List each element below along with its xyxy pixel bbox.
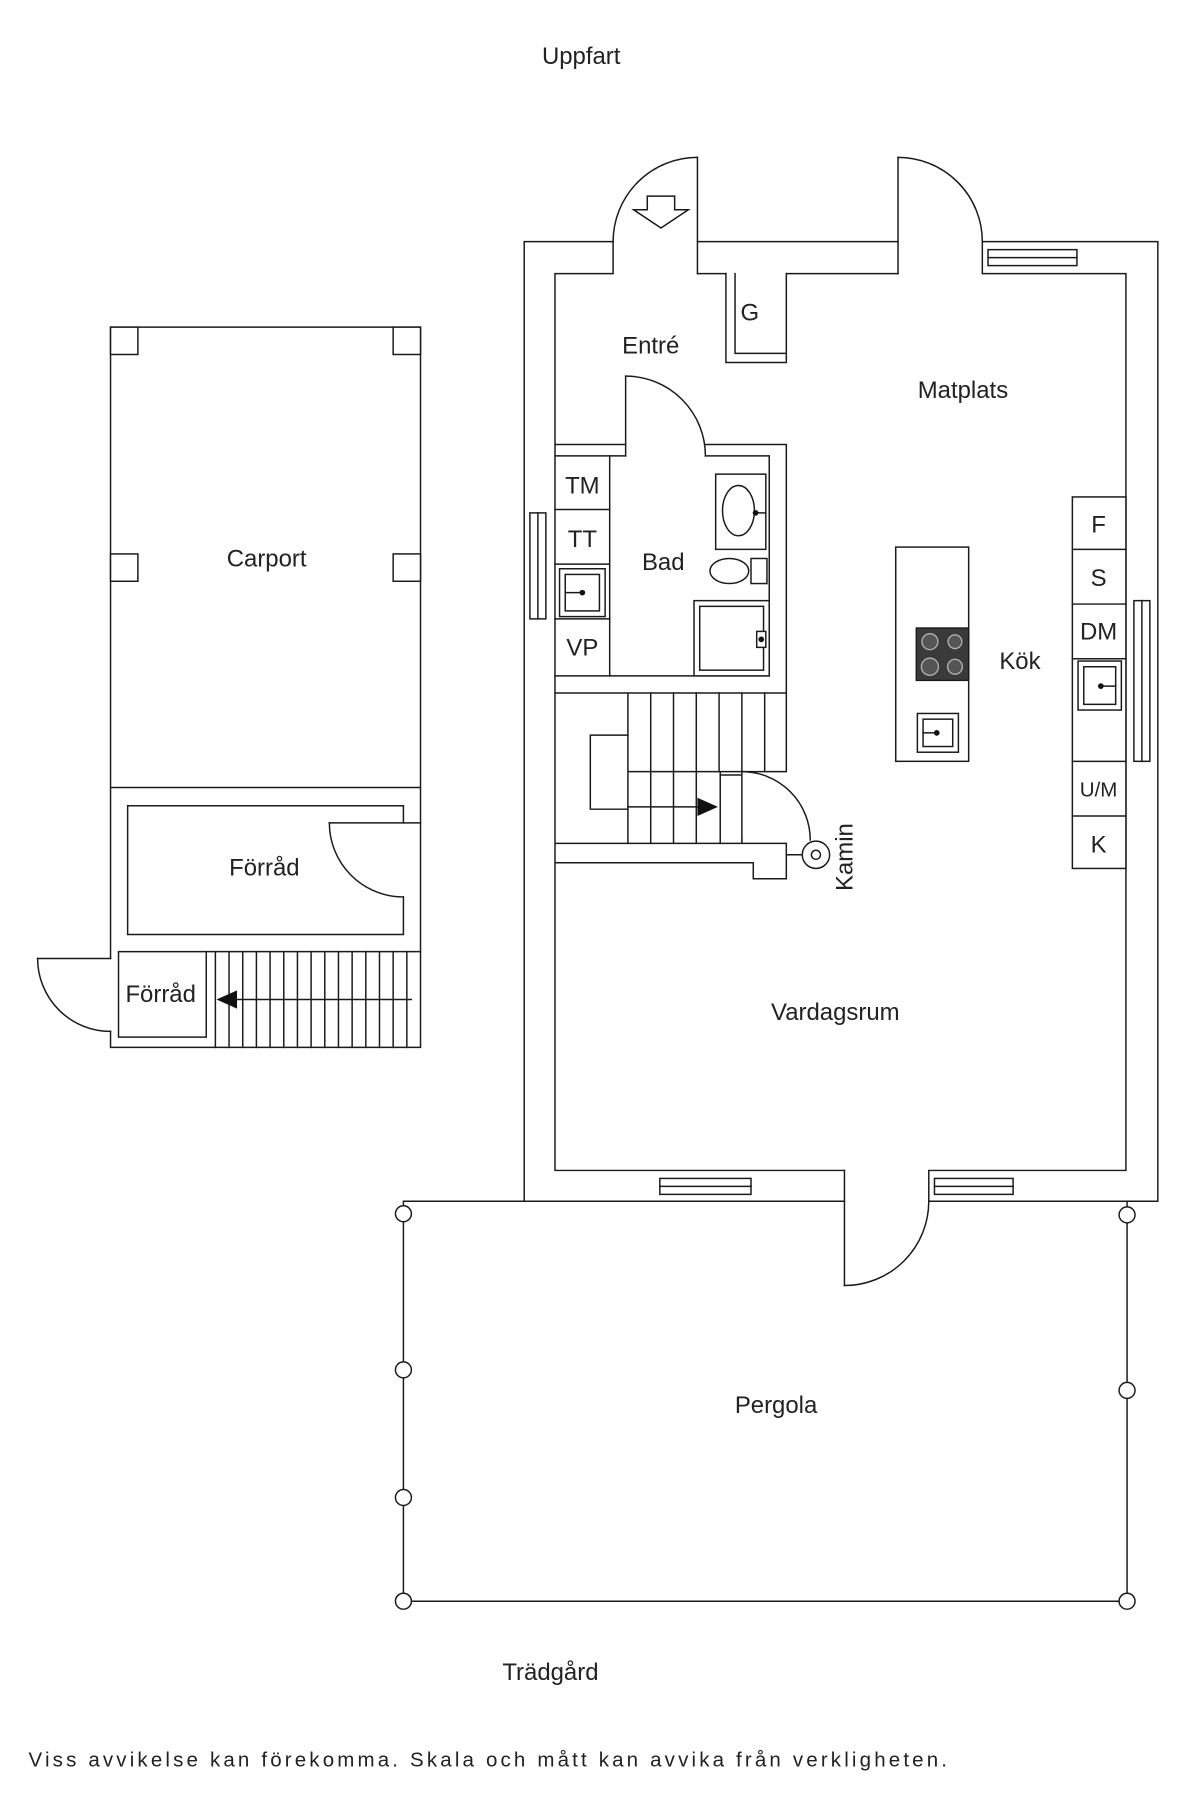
room-label-carport: Carport (227, 545, 307, 572)
outdoor-stairs-arrow-icon (216, 990, 238, 1009)
kitchen (894, 496, 1127, 870)
burner-icon (947, 634, 963, 650)
carport-post (109, 326, 139, 356)
fireplace (785, 840, 831, 870)
pergola-post (394, 1592, 413, 1610)
bathroom (554, 375, 788, 694)
house-inner-walls (554, 240, 1127, 1202)
bathroom-door-swing (624, 375, 707, 457)
staircase-arrow-icon (697, 797, 718, 817)
burner-icon (946, 658, 964, 675)
pergola-post (394, 1361, 413, 1379)
entrance-door-swing (612, 156, 699, 243)
terrace-door (843, 1169, 930, 1287)
room-label-living-room: Vardagsrum (771, 999, 900, 1026)
bathroom-walls (608, 443, 788, 694)
carport-building (36, 326, 422, 1049)
kitchen-unit-label: K (1091, 831, 1107, 858)
room-label-dining: Matplats (918, 377, 1008, 404)
window-living-left (659, 1177, 752, 1196)
pergola-post (394, 1205, 413, 1223)
island-sink (916, 712, 960, 753)
pergola-post (1118, 1381, 1136, 1400)
bathroom-fixture-column (554, 455, 611, 677)
bathroom-unit-label: TM (565, 473, 600, 500)
carport-post (392, 553, 422, 583)
kitchen-sink (1077, 660, 1123, 711)
carport-outline (109, 326, 422, 1049)
entrance-door (612, 156, 699, 275)
room-label-storage-small: Förråd (125, 981, 195, 1008)
terrace-door-swing (843, 1200, 930, 1287)
pergola-post (1118, 1206, 1136, 1224)
stove (915, 627, 970, 682)
dining-door (897, 156, 984, 275)
disclaimer-note: Viss avvikelse kan förekomma. Skala och … (28, 1748, 947, 1771)
storage-door-swing (328, 822, 405, 898)
outdoor-stairs (205, 950, 422, 1049)
labels: Uppfart Entré G Matplats TM TT Bad VP F … (28, 43, 1117, 1772)
pergola (394, 1200, 1136, 1610)
staircase-outline (554, 692, 788, 845)
toilet (709, 557, 768, 585)
room-label-kitchen: Kök (999, 648, 1040, 675)
room-label-bathroom: Bad (642, 549, 685, 576)
dining-door-swing (897, 156, 984, 243)
pergola-post (394, 1488, 413, 1507)
staircase-landing (589, 734, 629, 810)
storage-room-small (117, 950, 208, 1038)
bathroom-unit-label: TT (568, 526, 598, 553)
window-bathroom (529, 512, 547, 620)
room-label-storage-large: Förråd (229, 854, 299, 881)
window-top (987, 248, 1078, 267)
staircase (554, 692, 788, 845)
label-garden: Trädgård (502, 1659, 598, 1686)
stair-closet-door (719, 770, 811, 841)
wardrobe-closet (725, 272, 788, 364)
kitchen-unit-label: S (1091, 565, 1107, 592)
entrance-arrow-icon (631, 195, 691, 229)
window-living-right (933, 1177, 1014, 1196)
kitchen-unit-label: F (1091, 511, 1106, 538)
burner-icon (921, 633, 939, 651)
staircase-treads (649, 692, 766, 845)
carport-post (109, 553, 139, 583)
house-outer-wall (523, 240, 1159, 1202)
room-label-wardrobe: G (741, 299, 760, 326)
label-driveway: Uppfart (542, 43, 621, 70)
room-label-pergola: Pergola (735, 1392, 818, 1419)
bathroom-sink (558, 567, 606, 618)
carport-post (392, 326, 422, 356)
washbasin (714, 473, 767, 551)
pergola-outline (402, 1200, 1128, 1602)
kitchen-unit-label: DM (1080, 618, 1117, 645)
label-fireplace: Kamin (831, 823, 858, 891)
kitchen-unit-label: U/M (1080, 779, 1118, 802)
side-door (36, 957, 112, 1033)
shower (693, 599, 770, 677)
pergola-post (1118, 1592, 1136, 1610)
window-kitchen (1133, 599, 1151, 763)
storage-room-large (126, 805, 422, 936)
burner-icon (920, 657, 940, 676)
house (523, 156, 1159, 1287)
room-label-entrance: Entré (622, 332, 679, 359)
bathroom-unit-label: VP (566, 634, 598, 661)
